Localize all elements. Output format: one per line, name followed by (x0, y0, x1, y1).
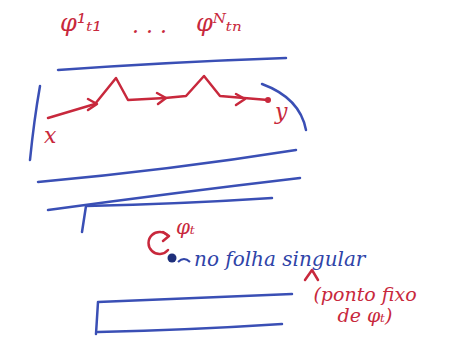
ellipsis: · · · (132, 20, 167, 44)
arrow-head (163, 232, 169, 241)
leaf-bracket (30, 86, 40, 160)
note-text: no folha singular (194, 248, 365, 270)
path-zigzag (48, 76, 268, 118)
leaf-line (96, 294, 292, 334)
map-label: φᴺₜₙ (196, 10, 242, 36)
note-text: (ponto fixo de φₜ) (300, 284, 430, 326)
point-label: y (275, 100, 287, 124)
end-dot (265, 97, 271, 103)
map-label: φ¹ₜ₁ (60, 10, 102, 36)
pointer-caret (305, 270, 318, 280)
leaf-line (262, 84, 306, 130)
leaf-line (98, 324, 282, 332)
arrow-head (157, 93, 166, 104)
pointer-squiggle (178, 259, 190, 262)
arrow-head (236, 94, 245, 105)
fixed-point-dot (168, 254, 177, 263)
leaf-line (58, 58, 286, 70)
map-label: φₜ (176, 216, 195, 238)
arrow-head (88, 99, 97, 110)
point-label: x (44, 124, 56, 148)
leaf-line (38, 150, 296, 182)
orbit-loop (149, 232, 168, 254)
